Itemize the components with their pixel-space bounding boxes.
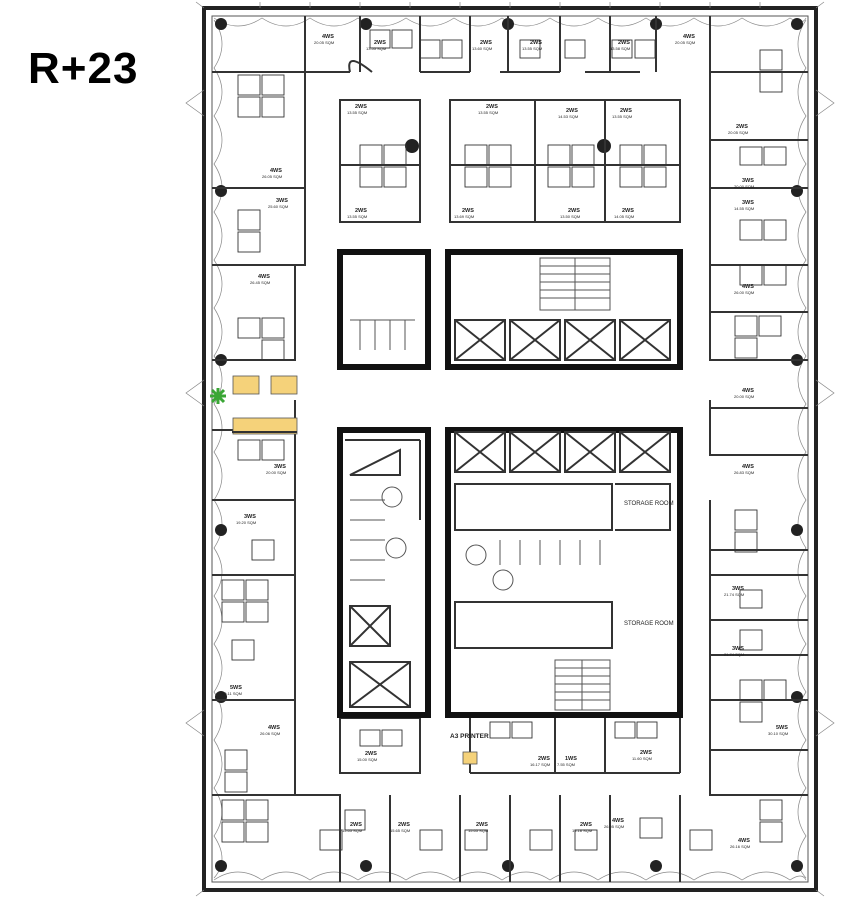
room-area: 19.20 SQM <box>236 520 256 525</box>
room-code: 2WS <box>476 822 488 828</box>
plant-icon <box>210 388 226 404</box>
room-area: 11.60 SQM <box>632 756 652 761</box>
room-area: 30.11 SQM <box>222 691 242 696</box>
room-area: 14.55 SQM <box>734 206 754 211</box>
highlighted-meeting-area <box>232 375 478 765</box>
room-area: 20.00 SQM <box>734 184 754 189</box>
storage-room-label-2: STORAGE ROOM <box>624 621 674 627</box>
room-code: 3WS <box>742 200 754 206</box>
room-code: 2WS <box>530 40 542 46</box>
printer-label: A3 PRINTER <box>450 733 489 740</box>
building-core <box>337 249 683 718</box>
room-code: 5WS <box>776 725 788 731</box>
room-area: 13.55 SQM <box>347 110 367 115</box>
room-code: 4WS <box>683 34 695 40</box>
room-area: 13.55 SQM <box>612 114 632 119</box>
room-area: 13.55 SQM <box>366 46 386 51</box>
room-code: 2WS <box>640 750 652 756</box>
room-area: 13.60 SQM <box>472 46 492 51</box>
room-code: 3WS <box>276 198 288 204</box>
room-code: 4WS <box>742 464 754 470</box>
room-area: 21.74 SQM <box>724 592 744 597</box>
room-code: 2WS <box>480 40 492 46</box>
room-area: 26.16 SQM <box>730 844 750 849</box>
room-code: 2WS <box>398 822 410 828</box>
room-code: 2WS <box>355 208 367 214</box>
structural-columns <box>215 18 803 872</box>
room-area: 13.55 SQM <box>522 46 542 51</box>
room-code: 2WS <box>580 822 592 828</box>
room-area: 20.05 SQM <box>728 130 748 135</box>
room-area: 20.00 SQM <box>734 394 754 399</box>
room-code: 4WS <box>268 725 280 731</box>
room-area: 16.17 SQM <box>530 762 550 767</box>
room-code: 2WS <box>374 40 386 46</box>
room-code: 2WS <box>620 108 632 114</box>
room-area: 15.00 SQM <box>357 757 377 762</box>
room-area: 26.06 SQM <box>260 731 280 736</box>
room-code: 2WS <box>538 756 550 762</box>
room-area: 13.50 SQM <box>560 214 580 219</box>
room-code: 1WS <box>565 756 577 762</box>
room-area: 26.05 SQM <box>262 174 282 179</box>
room-code: 2WS <box>355 104 367 110</box>
room-code: 4WS <box>322 34 334 40</box>
room-area: 26.05 SQM <box>604 824 624 829</box>
room-area: 15.65 SQM <box>342 828 362 833</box>
room-area: 26.45 SQM <box>250 280 270 285</box>
room-area: 26.83 SQM <box>734 470 754 475</box>
room-area: 14.05 SQM <box>614 214 634 219</box>
room-area: 14.53 SQM <box>558 114 578 119</box>
floor-label: R+23 <box>28 44 139 93</box>
room-area: 20.05 SQM <box>314 40 334 45</box>
room-area: 25.60 SQM <box>268 204 288 209</box>
room-code: 5WS <box>230 685 242 691</box>
room-area: 15.65 SQM <box>390 828 410 833</box>
room-code: 4WS <box>742 284 754 290</box>
room-area: 13.55 SQM <box>347 214 367 219</box>
room-code: 3WS <box>244 514 256 520</box>
room-code: 2WS <box>462 208 474 214</box>
room-code: 2WS <box>736 124 748 130</box>
room-code: 3WS <box>732 646 744 652</box>
room-code: 2WS <box>365 751 377 757</box>
room-code: 4WS <box>738 838 750 844</box>
room-code: 2WS <box>622 208 634 214</box>
room-area: 30.10 SQM <box>768 731 788 736</box>
room-code: 3WS <box>742 178 754 184</box>
room-code: 4WS <box>258 274 270 280</box>
storage-room-label: STORAGE ROOM <box>624 501 674 507</box>
room-code: 4WS <box>270 168 282 174</box>
room-code: 3WS <box>274 464 286 470</box>
room-area: 13.69 SQM <box>454 214 474 219</box>
room-code: 2WS <box>566 108 578 114</box>
room-code: 4WS <box>612 818 624 824</box>
desks <box>221 29 787 851</box>
room-area: 26.00 SQM <box>734 290 754 295</box>
room-code: 4WS <box>742 388 754 394</box>
room-code: 2WS <box>350 822 362 828</box>
room-code: 2WS <box>618 40 630 46</box>
room-area: 13.58 SQM <box>610 46 630 51</box>
room-area: 15.65 SQM <box>468 828 488 833</box>
room-area: 20.05 SQM <box>675 40 695 45</box>
room-area: 7.55 SQM <box>557 762 575 767</box>
room-area: 21.74 SQM <box>724 652 744 657</box>
room-code: 2WS <box>568 208 580 214</box>
room-area: 20.00 SQM <box>266 470 286 475</box>
room-area: 13.55 SQM <box>478 110 498 115</box>
room-code: 3WS <box>732 586 744 592</box>
room-area: 15.18 SQM <box>572 828 592 833</box>
room-code: 2WS <box>486 104 498 110</box>
